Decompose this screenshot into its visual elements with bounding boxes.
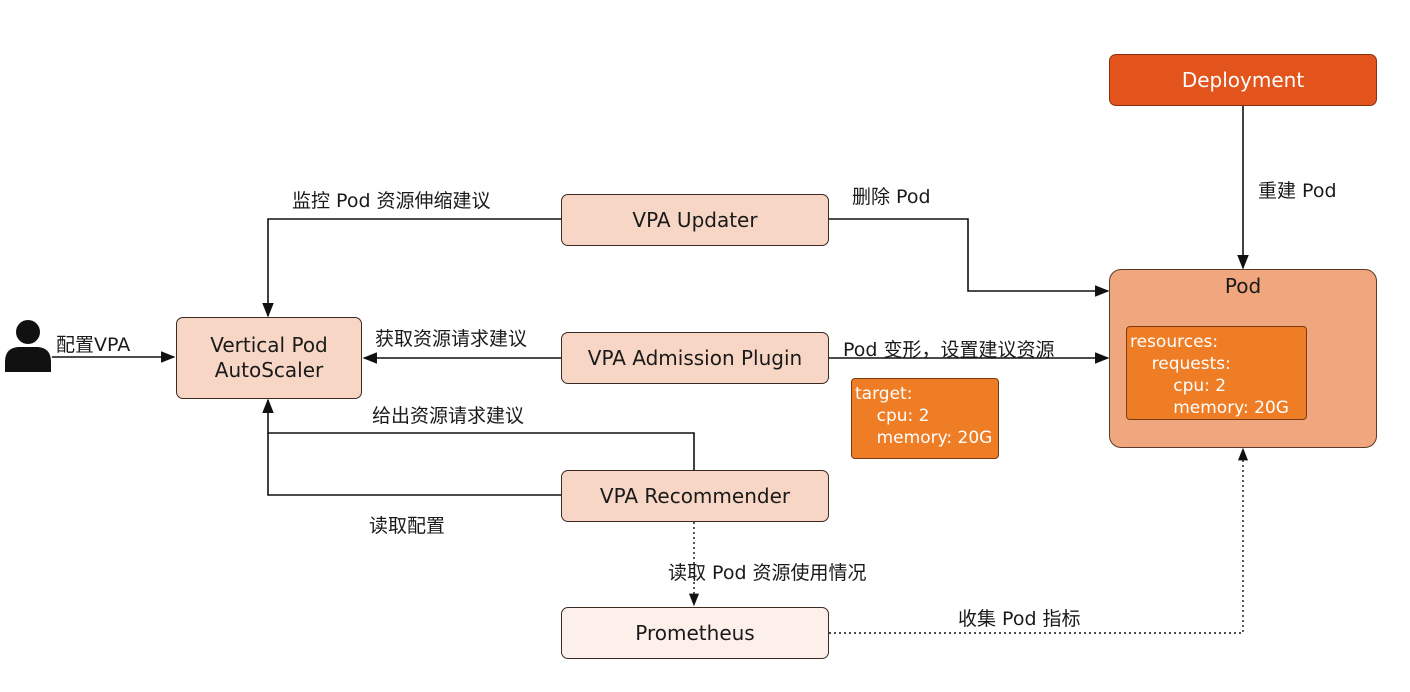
target-recommendation-box: target: cpu: 2 memory: 20G xyxy=(851,378,999,459)
vpa-updater-node: VPA Updater xyxy=(561,194,829,246)
label-collect-metrics: 收集 Pod 指标 xyxy=(958,608,1081,630)
vpa-admission-plugin-node: VPA Admission Plugin xyxy=(561,332,829,384)
label-mutate-pod: Pod 变形，设置建议资源 xyxy=(843,339,1055,361)
pod-title: Pod xyxy=(1224,274,1262,298)
edge-updater-to-pod xyxy=(828,218,1110,297)
edge-recommender-read-config xyxy=(267,433,561,496)
actor-label: 配置VPA xyxy=(56,334,131,356)
user-icon xyxy=(5,320,51,372)
label-monitor: 监控 Pod 资源伸缩建议 xyxy=(292,190,491,212)
vertical-pod-autoscaler-node: Vertical Pod AutoScaler xyxy=(176,317,362,399)
pod-resources-spec: resources: requests: cpu: 2 memory: 20G xyxy=(1126,326,1307,420)
label-get-request: 获取资源请求建议 xyxy=(375,328,528,350)
label-rebuild-pod: 重建 Pod xyxy=(1258,180,1337,202)
label-read-config: 读取配置 xyxy=(369,515,446,537)
deployment-node: Deployment xyxy=(1109,54,1377,106)
prometheus-node: Prometheus xyxy=(561,607,829,659)
label-delete-pod: 删除 Pod xyxy=(852,186,931,208)
label-read-usage: 读取 Pod 资源使用情况 xyxy=(668,562,867,584)
label-give-request: 给出资源请求建议 xyxy=(372,405,525,427)
autoscaler-label-line2: AutoScaler xyxy=(214,358,324,382)
edge-prometheus-to-pod xyxy=(829,447,1249,634)
edge-updater-to-autoscaler xyxy=(262,218,561,318)
vpa-recommender-node: VPA Recommender xyxy=(561,470,829,522)
autoscaler-label-line1: Vertical Pod xyxy=(210,333,328,357)
edge-recommender-to-autoscaler xyxy=(262,398,695,470)
